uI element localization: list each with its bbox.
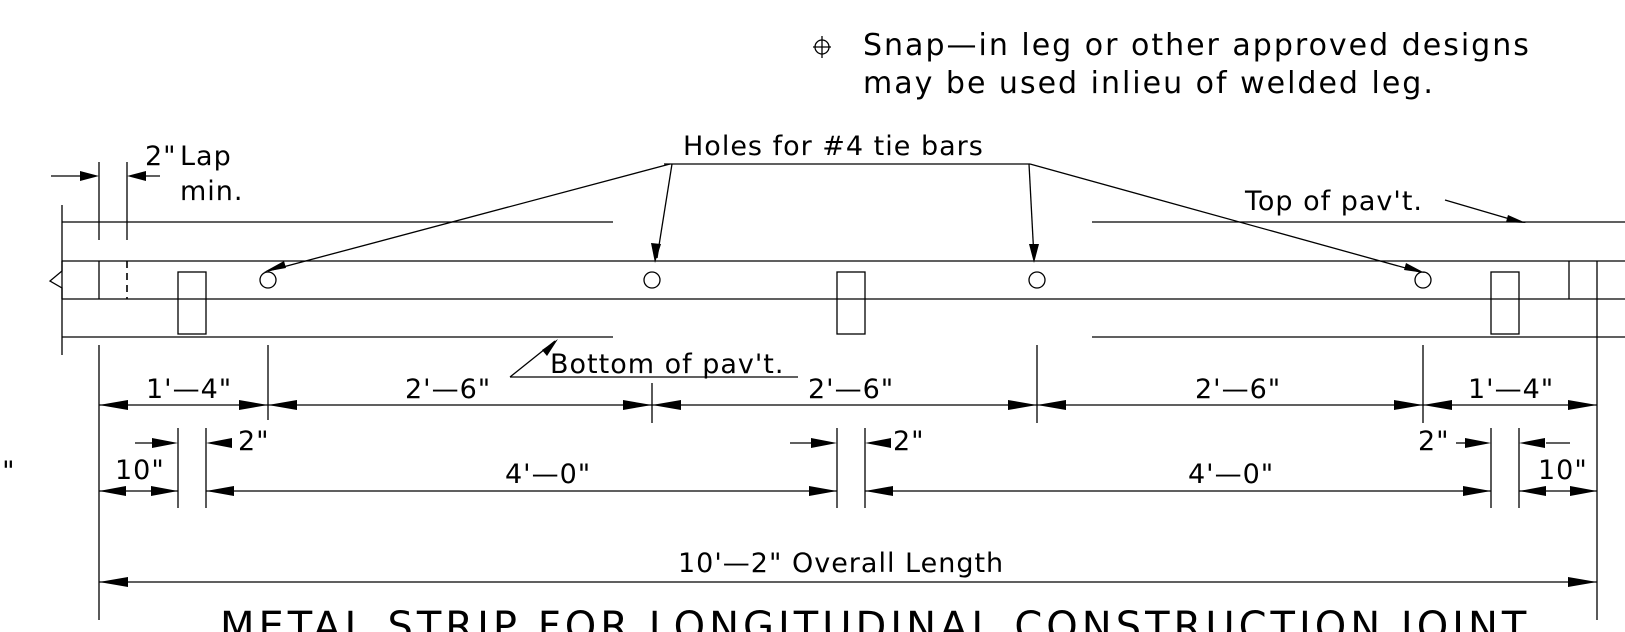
leader-hole-3 (1028, 163, 1035, 259)
overall-length-label: 10'—2" Overall Length (678, 548, 1004, 579)
tie-bar-hole-3 (1028, 271, 1046, 289)
top-pavement-callout: Top of pav't. (1244, 186, 1526, 223)
leader-hole-4 (1029, 163, 1421, 273)
bottom-pavt-label: Bottom of pav't. (550, 349, 784, 380)
extension-lines (98, 299, 1598, 620)
dim-2-6-b: 2'—6" (808, 374, 894, 405)
dimension-row-1: 1'—4" 2'—6" 2'—6" 2'—6" 1'—4" (99, 374, 1597, 410)
holes-label: Holes for #4 tie bars (683, 131, 984, 162)
dimension-row-2: 10" 2" 4'—0" 2" 4'—0" 2" 10" (99, 426, 1597, 496)
note: Snap—in leg or other approved designs ma… (813, 28, 1531, 101)
lap-word: Lap (180, 141, 232, 172)
lap-min: min. (180, 176, 244, 207)
leader-hole-2 (656, 163, 673, 259)
leg-2 (836, 271, 866, 335)
leg-1 (177, 271, 207, 335)
tie-bar-hole-4 (1414, 271, 1432, 289)
note-line-1: Snap—in leg or other approved designs (863, 28, 1531, 63)
dim-2-left: 2" (238, 426, 270, 457)
leader-hole-1 (267, 163, 671, 272)
dim-2-6-a: 2'—6" (405, 374, 491, 405)
pavement-lines (61, 205, 1625, 355)
leg-3 (1490, 271, 1520, 335)
lap-callout: 2" Lap min. (51, 141, 244, 240)
break-line (48, 261, 63, 299)
lap-value: 2" (145, 141, 177, 172)
tie-bar-hole-2 (643, 271, 661, 289)
dim-4-0-left: 4'—0" (505, 459, 591, 490)
note-line-2: may be used inlieu of welded leg. (863, 66, 1435, 101)
top-pavt-label: Top of pav't. (1244, 186, 1423, 217)
overall-length-dimension: 10'—2" Overall Length (99, 548, 1597, 587)
partial-left-label: 0" (0, 456, 16, 487)
dim-1-4-left: 1'—4" (146, 374, 232, 405)
dim-4-0-right: 4'—0" (1188, 459, 1274, 490)
dim-2-right: 2" (1418, 426, 1450, 457)
snap-in-symbol-icon (813, 36, 831, 58)
dim-1-4-right: 1'—4" (1468, 374, 1554, 405)
dim-10-left: 10" (115, 455, 165, 486)
metal-strip (48, 260, 1625, 335)
dim-2-mid: 2" (893, 426, 925, 457)
tie-bar-hole-1 (259, 271, 277, 289)
dim-10-right: 10" (1538, 455, 1588, 486)
drawing-title: METAL STRIP FOR LONGITUDINAL CONSTRUCTIO… (220, 604, 1530, 632)
bottom-pavement-callout: Bottom of pav't. (509, 339, 798, 380)
dim-2-6-c: 2'—6" (1195, 374, 1281, 405)
holes-callout: Holes for #4 tie bars (264, 131, 1425, 273)
